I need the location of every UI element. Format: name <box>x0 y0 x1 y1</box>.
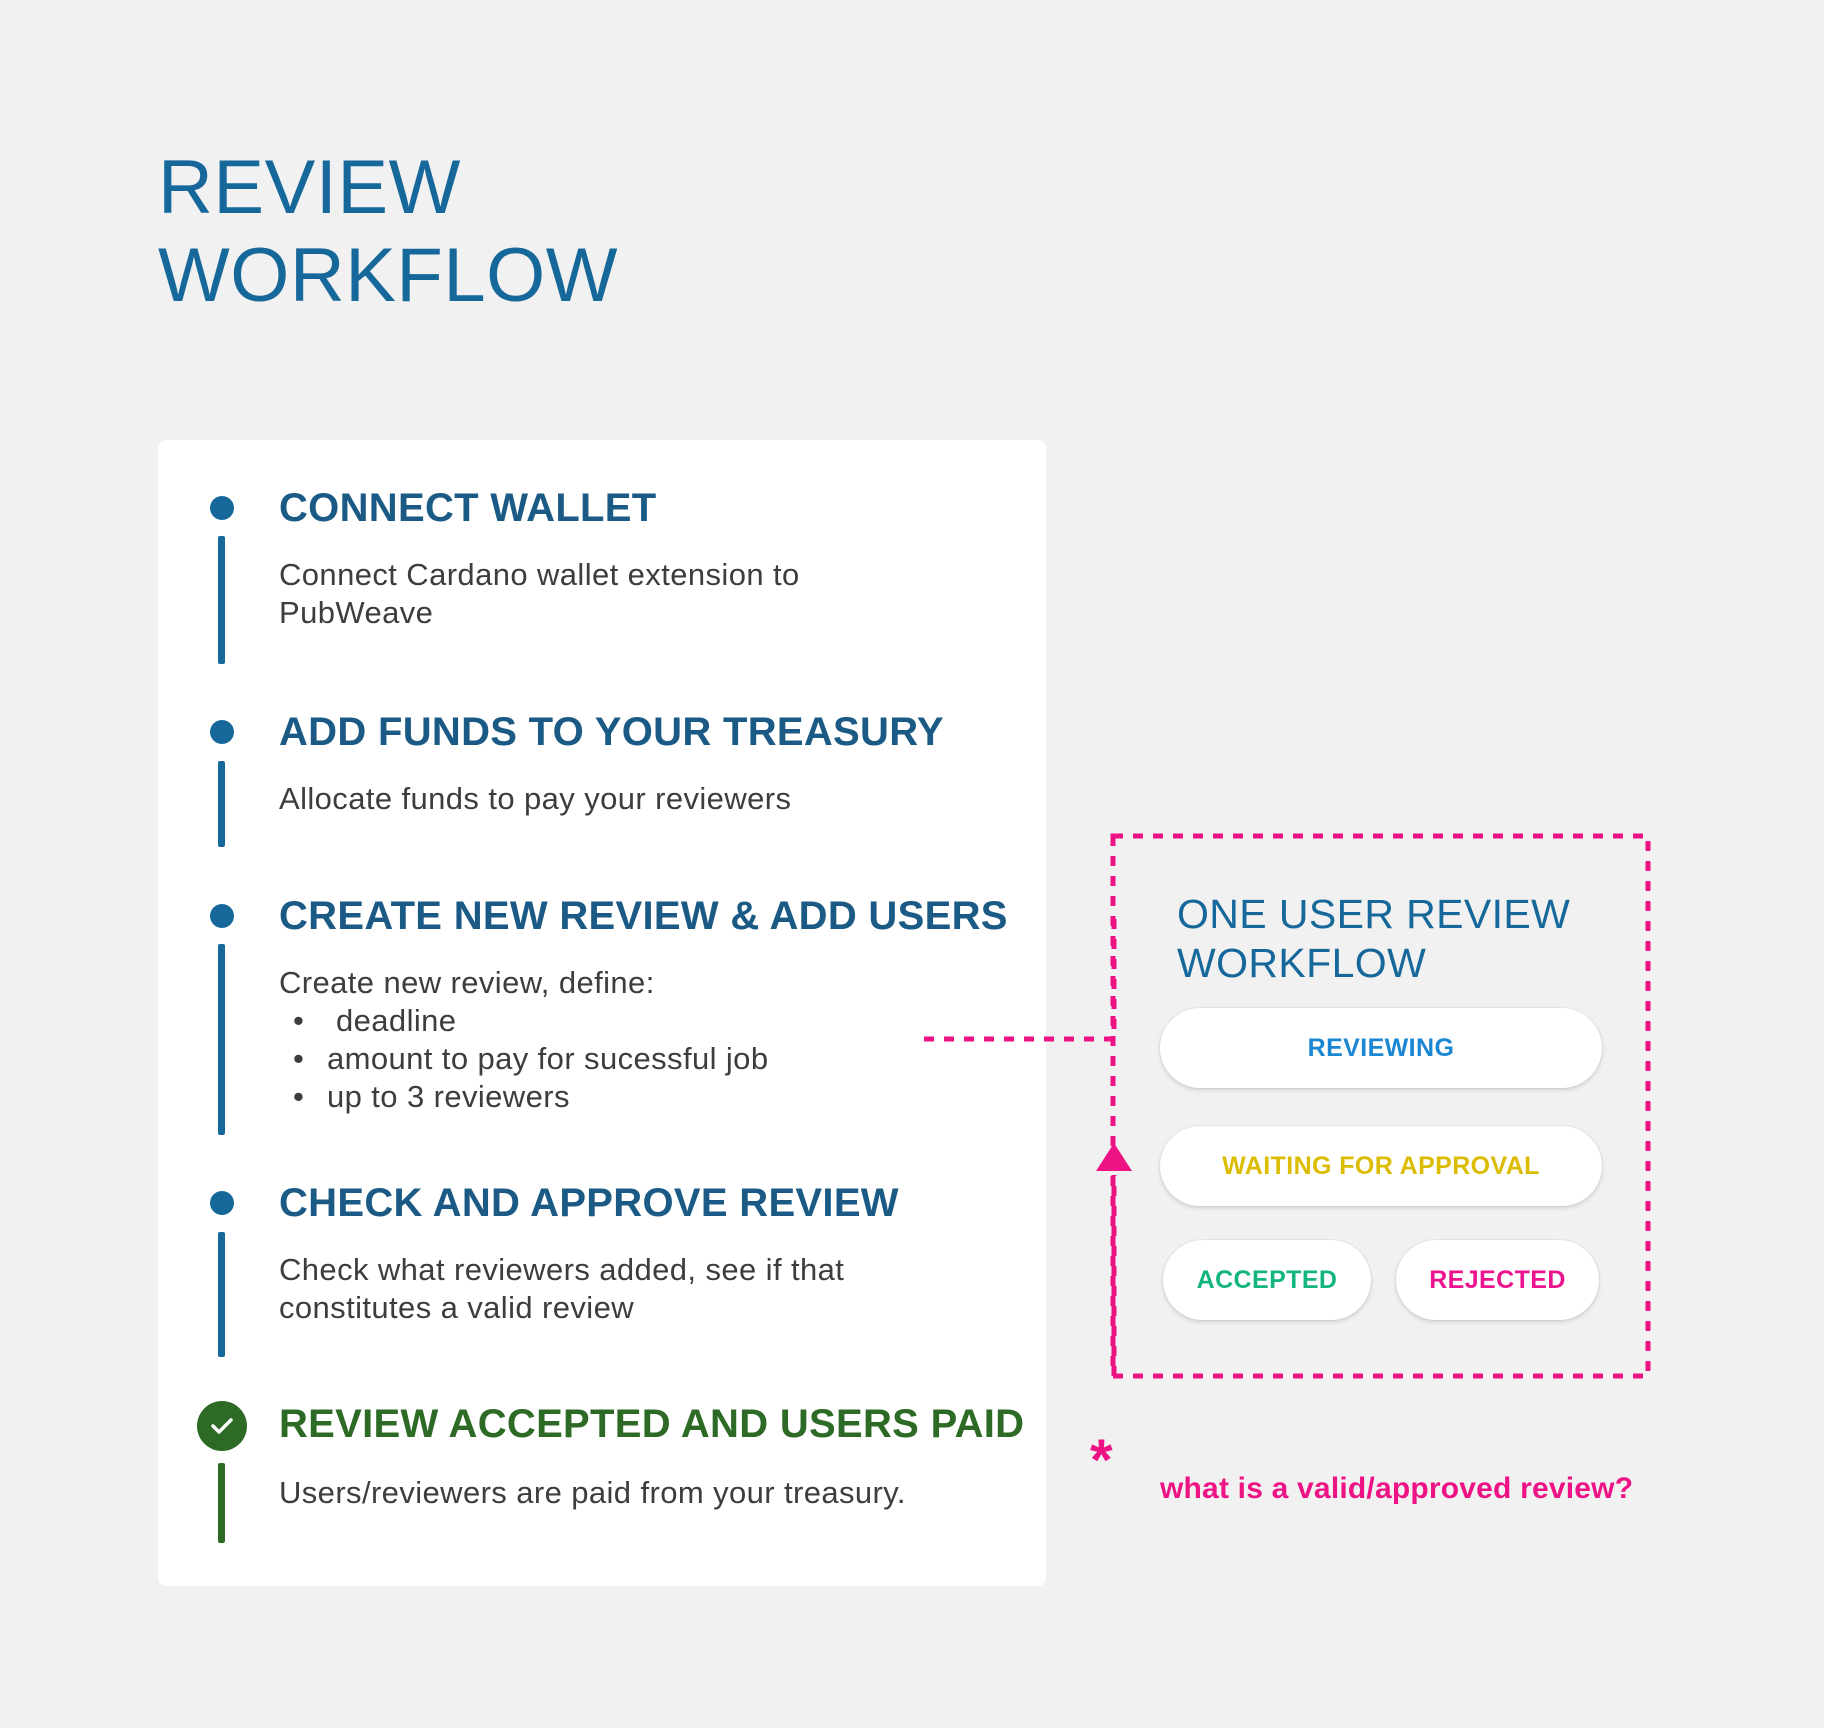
side-panel-title: ONE USER REVIEW WORKFLOW <box>1177 890 1570 988</box>
check-icon <box>211 1418 233 1434</box>
step-1-line <box>218 536 225 664</box>
status-reviewing-badge: REVIEWING <box>1160 1008 1602 1088</box>
step-4-description: Check what reviewers added, see if that … <box>279 1252 845 1325</box>
step-5-description: Users/reviewers are paid from your treas… <box>279 1475 906 1510</box>
step-2-line <box>218 761 225 847</box>
status-group-dashed-border <box>1110 833 1651 1379</box>
step-3-title: CREATE NEW REVIEW & ADD USERS <box>279 894 1008 938</box>
step-3-bullet-icon <box>210 904 234 928</box>
step-5-title: REVIEW ACCEPTED AND USERS PAID <box>279 1402 1025 1446</box>
step-3-bullet-list: deadline amount to pay for sucessful job… <box>279 1002 919 1116</box>
step-5-line <box>218 1463 225 1543</box>
step-3-line <box>218 944 225 1135</box>
list-item: amount to pay for sucessful job <box>279 1040 919 1078</box>
step-2-description: Allocate funds to pay your reviewers <box>279 781 792 816</box>
step-4-line <box>218 1232 225 1357</box>
status-rejected-badge: REJECTED <box>1396 1240 1599 1320</box>
page-title: REVIEW WORKFLOW <box>158 144 618 320</box>
side-title-line-2: WORKFLOW <box>1177 940 1427 986</box>
connector-dashed-line <box>924 910 1117 1042</box>
step-4-bullet-icon <box>210 1191 234 1215</box>
step-1-title: CONNECT WALLET <box>279 486 657 530</box>
step-3-description: Create new review, define: deadline amou… <box>279 964 919 1116</box>
step-3-intro: Create new review, define: <box>279 965 655 1000</box>
status-waiting-badge: WAITING FOR APPROVAL <box>1160 1126 1602 1206</box>
title-line-2: WORKFLOW <box>158 233 618 318</box>
step-1-description: Connect Cardano wallet extension to PubW… <box>279 557 800 630</box>
step-4-title: CHECK AND APPROVE REVIEW <box>279 1181 899 1225</box>
check-circle-icon <box>197 1401 247 1451</box>
list-item: up to 3 reviewers <box>279 1078 919 1116</box>
asterisk-icon: * <box>1090 1428 1113 1493</box>
step-2-title: ADD FUNDS TO YOUR TREASURY <box>279 710 944 754</box>
side-title-line-1: ONE USER REVIEW <box>1177 891 1571 937</box>
question-note: what is a valid/approved review? <box>1160 1472 1634 1505</box>
step-1-bullet-icon <box>210 496 234 520</box>
status-accepted-badge: ACCEPTED <box>1163 1240 1371 1320</box>
step-2-bullet-icon <box>210 720 234 744</box>
arrow-up-icon <box>1096 1143 1132 1171</box>
list-item: deadline <box>279 1002 919 1040</box>
title-line-1: REVIEW <box>158 145 461 230</box>
